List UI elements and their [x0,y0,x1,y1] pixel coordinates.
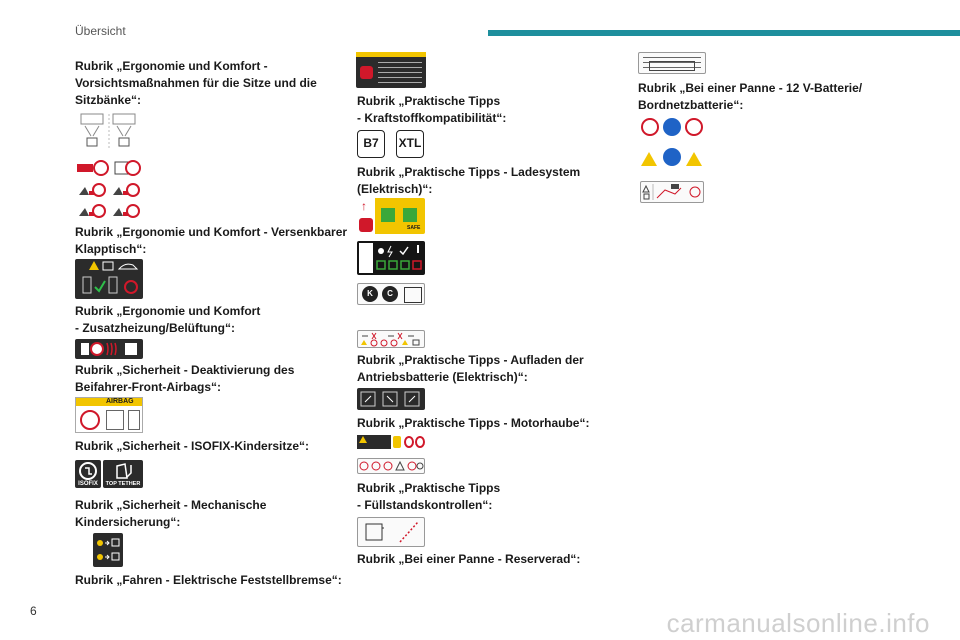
fuel-compatibility-label [356,52,426,88]
caption-fluid-levels: Rubrik „Praktische Tipps - Füllstandskon… [357,481,501,512]
airbag-warning-label: AIRBAG [75,397,143,433]
fluid-levels-label [357,517,425,547]
seat-warning-label-3 [75,202,141,220]
fuel-b7-badge: B7 [357,130,385,158]
caption-battery-charging: Rubrik „Praktische Tipps - Aufladen der … [357,353,584,384]
caption-fuel-compatibility: Rubrik „Praktische Tipps - Kraftstoffkom… [357,94,507,125]
caption-child-lock: Rubrik „Sicherheit - Mechanische Kinders… [75,498,267,529]
top-tether-text: TOP TETHER [105,481,141,487]
isofix-text: ISOFIX [78,481,98,487]
acid-warning-icon [641,152,657,166]
watermark: carmanualsonline.info [666,608,930,638]
section-header: Übersicht [75,24,126,38]
k-badge: K [362,286,378,302]
battery-12v-top-label [638,52,706,74]
seat-warning-label-2 [75,181,141,199]
caption-hood: Rubrik „Praktische Tipps - Motorhaube“: [357,416,590,430]
battery-charging-label [357,388,425,410]
eye-protection-icon [663,118,681,136]
aux-heating-label [75,339,143,359]
read-manual-icon [663,148,681,166]
battery-connection-label [640,181,704,203]
child-lock-label [93,533,123,567]
seat-diagram-label [75,112,143,150]
battery-charging-warning-label [357,330,425,348]
explosion-warning-icon [686,152,702,166]
caption-aux-heating: Rubrik „Ergonomie und Komfort - Zusatzhe… [75,304,261,335]
caption-folding-table: Rubrik „Ergonomie und Komfort - Versenkb… [75,225,348,256]
caption-seat-precautions: Rubrik „Ergonomie und Komfort - Vorsicht… [75,59,317,107]
keep-children-away-icon [685,118,703,136]
airbag-text: AIRBAG [106,398,134,405]
caption-12v-battery: Rubrik „Bei einer Panne - 12 V-Batterie/… [638,81,863,112]
fuel-xtl-badge: XTL [396,130,424,158]
page-number: 6 [30,604,37,618]
caption-airbag-deactivation: Rubrik „Sicherheit - Deaktivierung des B… [75,363,295,394]
caption-charging-system: Rubrik „Praktische Tipps - Ladesystem (E… [357,165,581,196]
charging-system-label: ↑ SAFE [357,198,425,234]
caption-spare-wheel: Rubrik „Bei einer Panne - Reserverad“: [357,552,581,566]
header-accent-bar [488,30,960,36]
caption-isofix: Rubrik „Sicherheit - ISOFIX-Kindersitze“… [75,439,310,453]
safe-text: SAFE [407,225,421,231]
no-fire-icon [641,118,659,136]
caption-parking-brake: Rubrik „Fahren - Elektrische Feststellbr… [75,573,342,587]
seat-warning-label-1 [75,158,141,178]
top-tether-icon: TOP TETHER [103,460,143,488]
folding-table-label [75,259,143,299]
c-badge: C [382,286,398,302]
isofix-icon: ISOFIX [75,460,101,488]
charging-status-label [357,241,425,275]
charging-connector-label: K C [357,283,425,305]
hood-label-2 [357,458,425,474]
hood-label-1 [357,435,425,449]
